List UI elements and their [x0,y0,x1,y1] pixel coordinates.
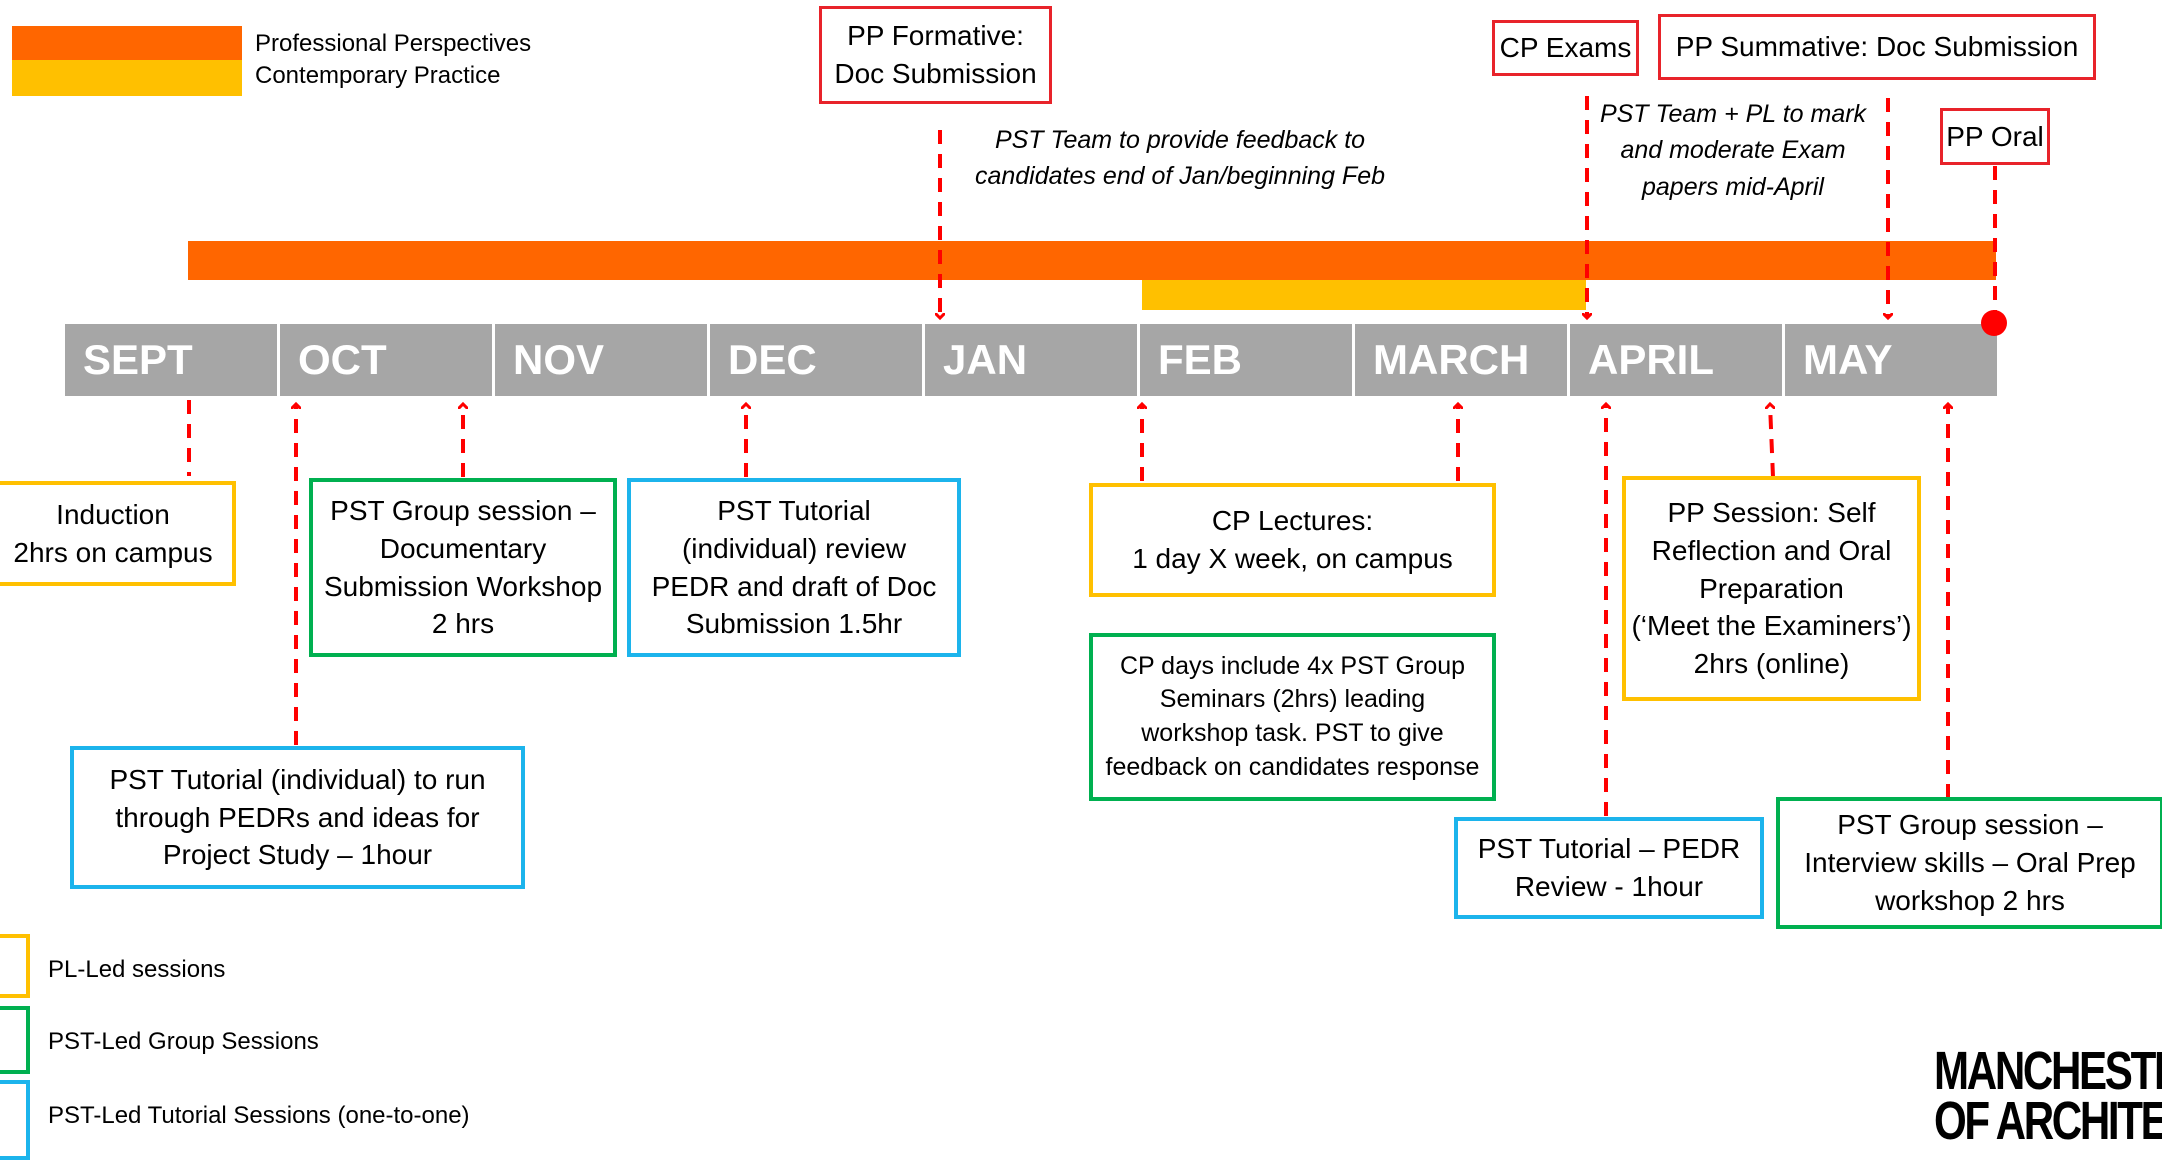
marking-note: PST Team + PL to mark and moderate Exam … [1599,100,1867,201]
month-may: MAY [1785,324,1997,396]
month-nov: NOV [495,324,707,396]
connector-pp-session [1770,404,1773,478]
cp-duration-bar [1142,280,1586,310]
pst-tutorial-oct-box: PST Tutorial (individual) to run through… [70,746,525,889]
legend-swatch-pst-tutorial [0,1080,30,1160]
pp-session-box: PP Session: Self Reflection and Oral Pre… [1622,476,1921,701]
pp-formative-box: PP Formative: Doc Submission [819,6,1052,104]
logo-line-1: MANCHESTE [1934,1046,2162,1101]
induction-box: Induction 2hrs on campus [0,481,236,586]
pp-duration-bar [188,241,1996,280]
cp-exams-box: CP Exams [1492,20,1639,76]
legend-label-pst-group: PST-Led Group Sessions [48,1028,319,1055]
feedback-note: PST Team to provide feedback to candidat… [974,126,1386,191]
pp-oral-box: PP Oral [1940,108,2050,165]
legend-swatch-cp [12,60,242,96]
pp-oral-marker [1981,310,2007,336]
month-jan: JAN [925,324,1137,396]
logo-line-2: OF ARCHITEC [1934,1091,2162,1147]
cp-lectures-box: CP Lectures: 1 day X week, on campus [1089,483,1496,597]
legend-swatch-pp [12,26,242,60]
pst-tutorial-april-box: PST Tutorial – PEDR Review - 1hour [1454,817,1764,919]
legend-label-pl-led: PL-Led sessions [48,956,226,983]
month-sept: SEPT [65,324,277,396]
manchester-logo: MANCHESTE OF ARCHITEC [1934,1046,2162,1147]
month-april: APRIL [1570,324,1782,396]
month-oct: OCT [280,324,492,396]
pst-group-interview-box: PST Group session – Interview skills – O… [1776,797,2162,929]
legend-label-cp: Contemporary Practice [255,62,501,89]
pst-group-doc-box: PST Group session – Documentary Submissi… [309,478,617,657]
pp-summative-box: PP Summative: Doc Submission [1658,14,2096,80]
month-march: MARCH [1355,324,1567,396]
month-feb: FEB [1140,324,1352,396]
pst-tutorial-dec-box: PST Tutorial (individual) review PEDR an… [627,478,961,657]
cp-days-box: CP days include 4x PST Group Seminars (2… [1089,633,1496,801]
legend-swatch-pst-group [0,1006,30,1074]
legend-swatch-pl-led [0,934,30,998]
month-dec: DEC [710,324,922,396]
legend-label-pp: Professional Perspectives [255,30,532,57]
legend-label-pst-tutorial: PST-Led Tutorial Sessions (one-to-one) [48,1102,470,1129]
